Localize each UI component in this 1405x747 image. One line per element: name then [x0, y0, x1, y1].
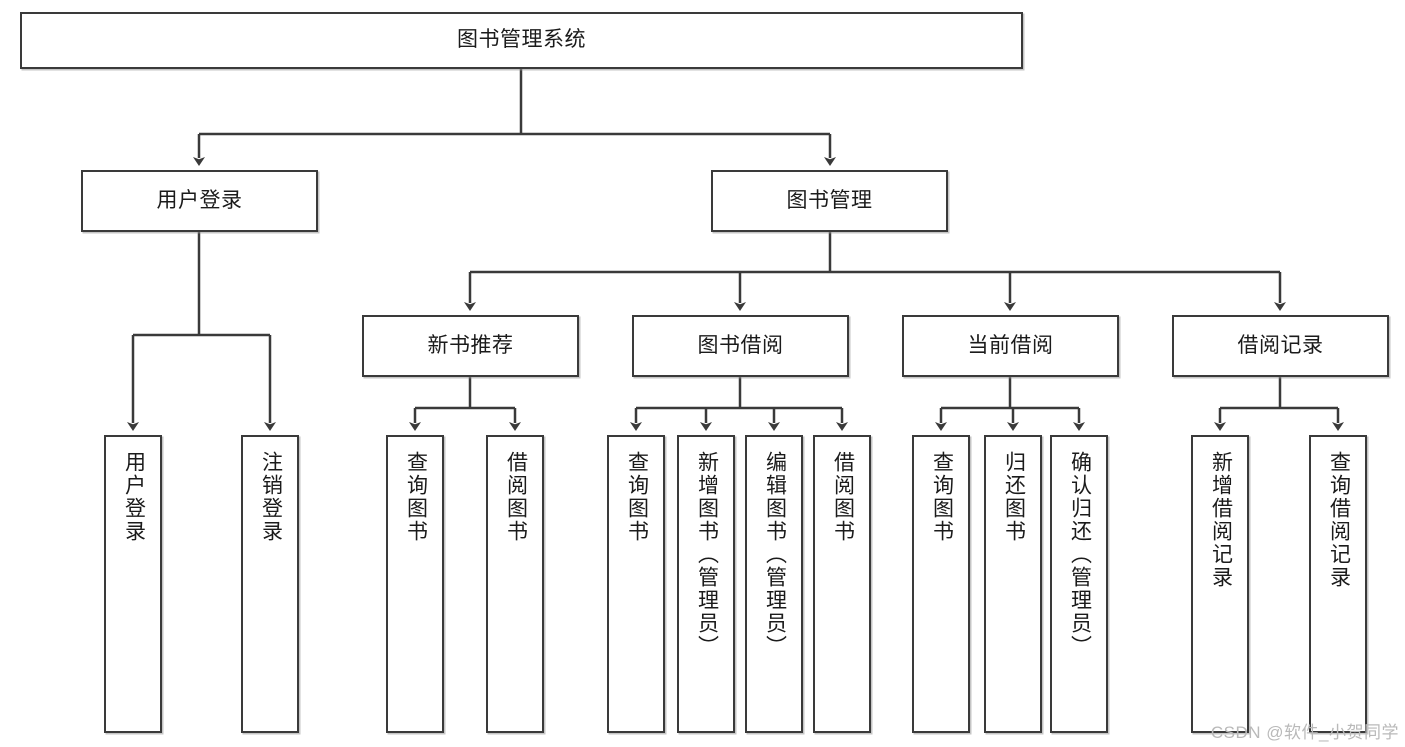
leaf-node-label: 编辑图书（管理员）: [763, 451, 787, 658]
node-root[interactable]: 图书管理系统: [20, 12, 1023, 69]
leaf-node[interactable]: 编辑图书（管理员）: [745, 435, 803, 733]
leaf-node-label: 查询图书: [404, 451, 428, 543]
node-root-label: 图书管理系统: [457, 28, 586, 52]
leaf-node-label: 借阅图书: [831, 451, 855, 543]
node-book-management[interactable]: 图书管理: [711, 170, 948, 232]
leaf-node-label: 注销登录: [259, 451, 283, 543]
leaf-node[interactable]: 确认归还（管理员）: [1050, 435, 1108, 733]
leaf-node[interactable]: 新增借阅记录: [1191, 435, 1249, 733]
leaf-node[interactable]: 借阅图书: [813, 435, 871, 733]
leaf-node-label: 新增图书（管理员）: [695, 451, 719, 658]
leaf-node-label: 新增借阅记录: [1209, 451, 1233, 589]
leaf-node-label: 确认归还（管理员）: [1068, 451, 1092, 658]
node-book-borrow[interactable]: 图书借阅: [632, 315, 849, 377]
leaf-node-label: 归还图书: [1002, 451, 1026, 543]
leaf-node[interactable]: 注销登录: [241, 435, 299, 733]
leaf-node[interactable]: 用户登录: [104, 435, 162, 733]
node-current-borrow[interactable]: 当前借阅: [902, 315, 1119, 377]
node-new-book-recommendation[interactable]: 新书推荐: [362, 315, 579, 377]
leaf-node[interactable]: 归还图书: [984, 435, 1042, 733]
leaf-node-label: 查询借阅记录: [1327, 451, 1351, 589]
node-user-login[interactable]: 用户登录: [81, 170, 318, 232]
node-current-borrow-label: 当前借阅: [967, 333, 1054, 357]
watermark: CSDN @软件_小贺同学: [1210, 723, 1399, 742]
leaf-node[interactable]: 查询借阅记录: [1309, 435, 1367, 733]
node-borrow-record[interactable]: 借阅记录: [1172, 315, 1389, 377]
leaf-node[interactable]: 查询图书: [386, 435, 444, 733]
leaf-node-label: 查询图书: [625, 451, 649, 543]
node-book-management-label: 图书管理: [786, 188, 873, 212]
leaf-node[interactable]: 查询图书: [912, 435, 970, 733]
leaf-node-label: 用户登录: [122, 451, 146, 543]
node-new-book-recommendation-label: 新书推荐: [427, 333, 514, 357]
leaf-node[interactable]: 借阅图书: [486, 435, 544, 733]
leaf-node-label: 查询图书: [930, 451, 954, 543]
node-borrow-record-label: 借阅记录: [1237, 333, 1324, 357]
leaf-node-label: 借阅图书: [504, 451, 528, 543]
node-book-borrow-label: 图书借阅: [697, 333, 784, 357]
node-user-login-label: 用户登录: [156, 188, 243, 212]
leaf-node[interactable]: 查询图书: [607, 435, 665, 733]
leaf-node[interactable]: 新增图书（管理员）: [677, 435, 735, 733]
